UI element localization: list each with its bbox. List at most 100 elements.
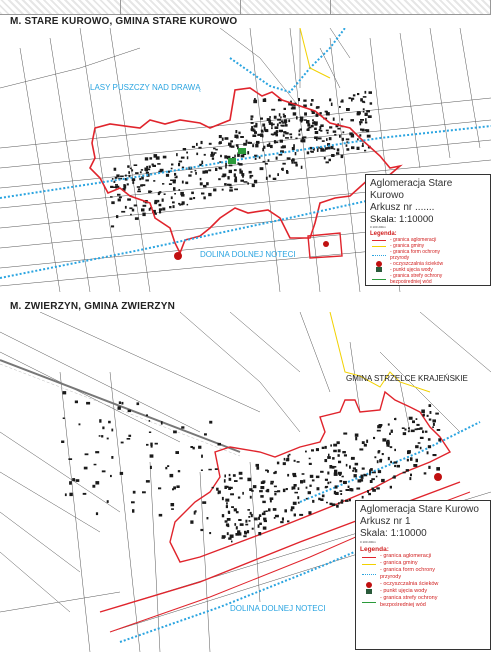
building [318, 129, 321, 131]
building [269, 499, 272, 503]
treatment-plant-marker [434, 473, 442, 481]
building [255, 122, 258, 127]
building [331, 154, 335, 157]
building [387, 423, 390, 426]
building [428, 404, 432, 407]
building [330, 444, 332, 447]
building [210, 154, 214, 157]
building [223, 536, 226, 538]
building [265, 129, 269, 133]
treatment-plant-icon [360, 581, 380, 588]
building [195, 172, 197, 175]
building [373, 436, 376, 440]
building [146, 443, 149, 446]
building [369, 480, 373, 483]
building [417, 442, 421, 444]
building [356, 146, 360, 150]
building [147, 168, 151, 171]
building [282, 134, 285, 137]
building [237, 146, 239, 150]
building [263, 145, 266, 149]
building [118, 401, 121, 404]
building [324, 486, 327, 489]
building [351, 97, 355, 100]
building [238, 131, 241, 135]
building [252, 134, 257, 137]
building [288, 119, 291, 123]
building [408, 427, 410, 430]
building [272, 177, 277, 180]
building [150, 442, 153, 446]
building [294, 491, 298, 494]
building [369, 102, 373, 105]
building [296, 461, 300, 463]
building [226, 502, 228, 505]
building [349, 498, 351, 502]
legend-row: - punkt ujęcia wody [370, 267, 486, 273]
building [194, 169, 197, 172]
building [278, 153, 283, 156]
building [145, 179, 149, 182]
building [84, 453, 89, 456]
building [367, 115, 372, 118]
building [82, 492, 87, 495]
building [179, 203, 181, 206]
building [324, 445, 327, 449]
map-stare-kurowo[interactable]: LASY PUSZCZY NAD DRAWĄ DOLINA DOLNEJ NOT… [0, 28, 491, 292]
building [93, 463, 97, 466]
building [269, 497, 274, 500]
building [174, 172, 177, 176]
building [308, 457, 311, 460]
map-zwierzyn[interactable]: GMINA STRZELCE KRAJEŃSKIE DOLINA DOLNEJ … [0, 312, 491, 652]
building [390, 460, 392, 464]
building [293, 484, 297, 487]
band-cell [120, 0, 241, 14]
building [312, 499, 315, 503]
building [247, 151, 250, 155]
building [332, 117, 335, 121]
building [254, 517, 258, 521]
building [290, 508, 293, 512]
building [280, 124, 284, 127]
building [144, 157, 149, 161]
building [364, 90, 367, 94]
building [132, 509, 135, 513]
building [389, 432, 391, 435]
building [113, 167, 117, 171]
building [204, 433, 207, 436]
building [328, 137, 332, 141]
building [119, 471, 124, 475]
building [338, 502, 340, 505]
building [359, 448, 364, 451]
building [213, 153, 215, 156]
building [354, 433, 359, 437]
building [228, 169, 232, 174]
building [305, 497, 308, 500]
building [282, 115, 286, 118]
building [369, 469, 371, 473]
building [352, 94, 356, 97]
building [238, 532, 242, 536]
building [327, 143, 331, 146]
building [177, 470, 181, 473]
building [132, 490, 136, 494]
building [339, 480, 343, 483]
building [348, 97, 351, 100]
building [232, 474, 236, 477]
building [293, 144, 295, 148]
building [270, 480, 274, 483]
building [78, 423, 81, 426]
building [229, 534, 234, 538]
building [285, 488, 288, 491]
building [224, 485, 227, 489]
building [386, 439, 390, 442]
green-line-icon [370, 276, 390, 282]
building [116, 174, 120, 178]
red-line-icon [370, 237, 390, 243]
building [309, 484, 312, 487]
building [148, 420, 151, 422]
building [359, 123, 362, 126]
building [343, 480, 347, 484]
building [242, 491, 244, 495]
building [148, 190, 151, 193]
